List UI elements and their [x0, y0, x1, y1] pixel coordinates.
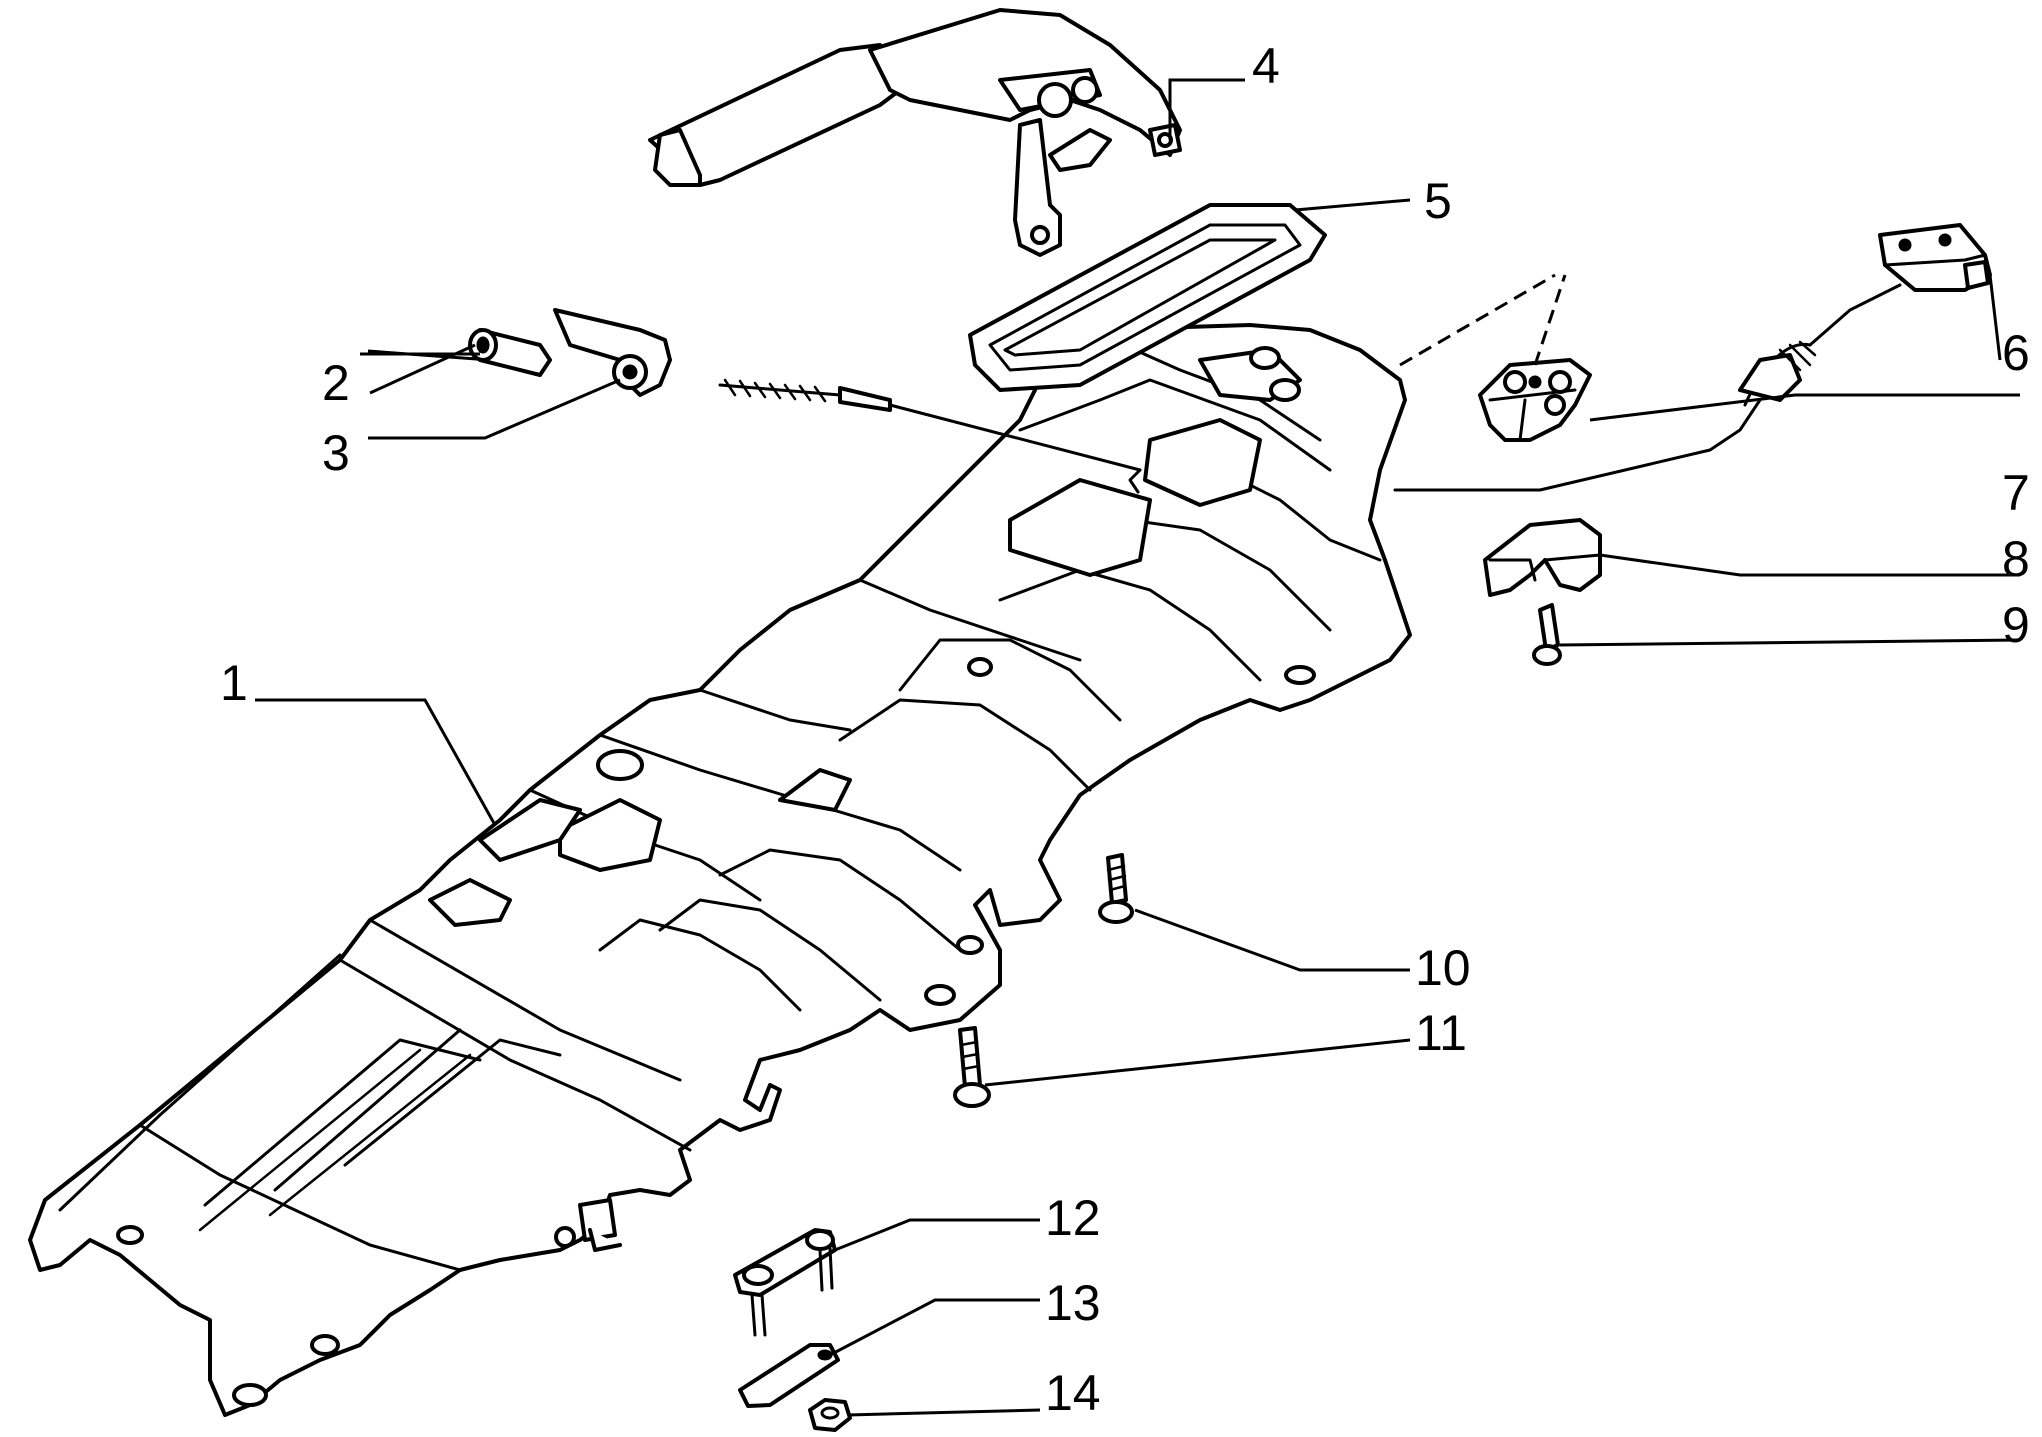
part-8-retaining-clip[interactable] [1483, 518, 1602, 597]
part-6-cable-bracket[interactable] [1878, 223, 1992, 292]
callout-12: 12 [1045, 1190, 1101, 1246]
callout-3: 3 [322, 425, 350, 481]
callout-5: 5 [1424, 173, 1452, 229]
part-2-sleeve[interactable] [468, 328, 552, 377]
part-10-screw[interactable] [1098, 853, 1134, 924]
callout-2: 2 [322, 355, 350, 411]
callout-8: 8 [2002, 531, 2030, 587]
callout-13: 13 [1045, 1275, 1101, 1331]
callout-6: 6 [2002, 325, 2030, 381]
callout-7: 7 [2002, 465, 2030, 521]
part-4-handbrake-lever[interactable] [648, 8, 1182, 257]
part-1-tunnel-shield[interactable] [28, 323, 1412, 1417]
handbrake-cable [718, 283, 1902, 494]
leader-lines [255, 78, 2021, 1417]
part-14-nut[interactable] [808, 1398, 852, 1432]
callout-labels: 1 2 3 4 5 6 7 8 9 10 11 12 13 14 [220, 38, 2030, 1421]
callout-14: 14 [1045, 1365, 1101, 1421]
part-9-bolt[interactable] [1532, 603, 1562, 666]
part-7-cable-guide[interactable] [1399, 273, 1592, 442]
callout-4: 4 [1252, 38, 1280, 94]
part-12-stud-plate[interactable] [733, 1228, 837, 1337]
part-3-clip[interactable] [553, 308, 672, 397]
callout-10: 10 [1415, 940, 1471, 996]
callout-1: 1 [220, 655, 248, 711]
part-5-boot-gaiter[interactable] [968, 203, 1327, 392]
callout-9: 9 [2002, 597, 2030, 653]
part-11-screw[interactable] [953, 1026, 991, 1108]
part-13-flat-plate[interactable] [738, 1343, 840, 1408]
callout-11: 11 [1415, 1005, 1467, 1061]
